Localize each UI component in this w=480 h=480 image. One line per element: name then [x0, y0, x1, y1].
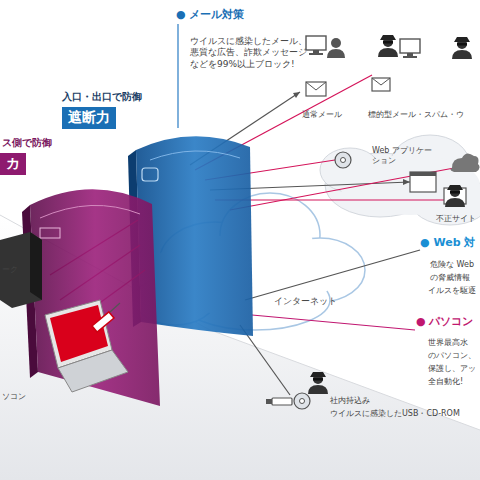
description: 危険な Web [430, 260, 474, 270]
syringe [92, 303, 120, 332]
shield-heading: 入口・出口で防御 [62, 90, 142, 104]
icon-label: ウイルスに感染したUSB・CD-ROM [330, 409, 460, 419]
server [0, 232, 42, 308]
shield-heading: ス側で防御 [0, 136, 52, 150]
magenta-shield-wall [22, 189, 160, 406]
laptop [45, 300, 128, 392]
description: ウイルスに感染したメール、 悪質な広告、詐欺メッセージ などを99%以上ブロック… [190, 36, 308, 70]
icons [266, 35, 480, 409]
blue-shield-label: 入口・出口で防御遮断力 [62, 90, 142, 129]
shield-title: 遮断力 [62, 107, 116, 129]
icon-label: 不正サイト [436, 214, 476, 224]
description: 全自動化! [428, 377, 463, 387]
icon-label: 標的型メール・スパム・ウ [368, 110, 464, 120]
icon-label: 通常メール [302, 110, 342, 120]
description: のパソコン、 [428, 351, 476, 361]
cloud-label: インターネット [274, 296, 337, 307]
description: イルスを駆逐 [428, 286, 476, 296]
shield-title: カ [0, 153, 26, 175]
description: 保護し、アッ [428, 364, 476, 374]
magenta-shield-label: ス側で防御カ [0, 136, 52, 175]
icon-label: Web アプリケーション [372, 146, 434, 166]
description: の脅威情報 [430, 273, 470, 283]
cloud-web [320, 135, 480, 225]
section-heading: ● Web 対 [420, 236, 475, 250]
part-label: ソコン [2, 392, 26, 402]
section-heading: ● メール対策 [176, 8, 244, 22]
section-heading: ● パソコン [416, 315, 473, 329]
part-label: ーク [2, 265, 18, 275]
description: 世界最高水 [428, 338, 468, 348]
icon-label: 社内持込み [330, 396, 370, 406]
